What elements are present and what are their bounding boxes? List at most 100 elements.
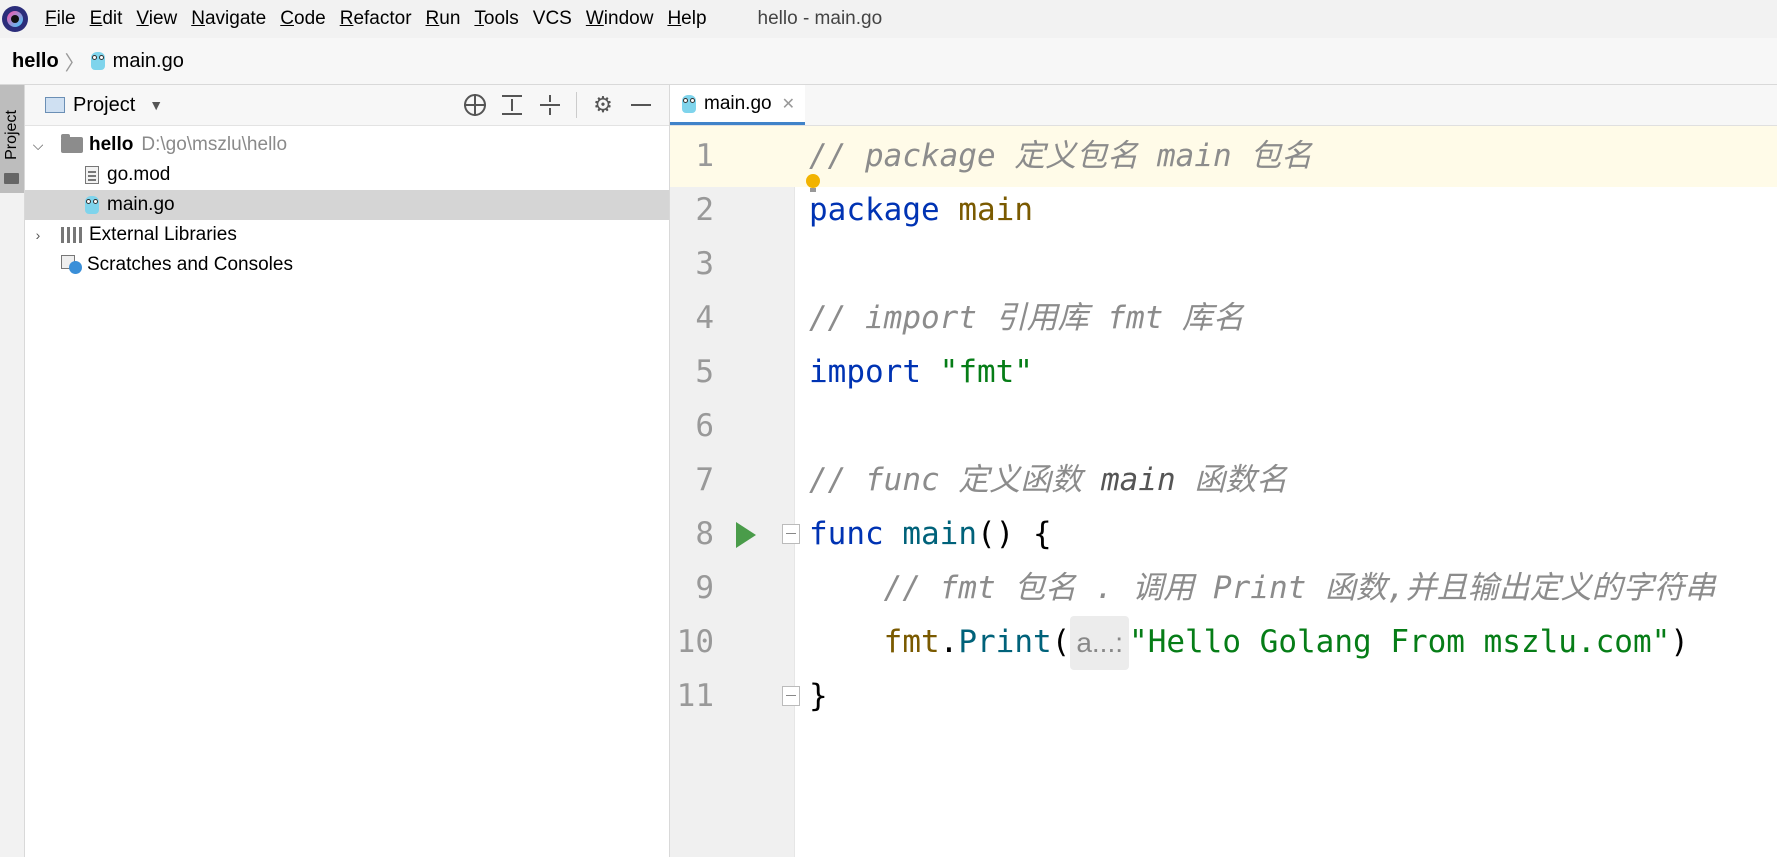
project-view-selector[interactable]: Project	[73, 93, 136, 116]
keyword: func	[809, 516, 884, 552]
tree-item-hello[interactable]: ⌵ hello D:\go\mszlu\hello	[25, 130, 669, 160]
code-area[interactable]: 1 // package 定义包名 main 包名 2 package main…	[670, 126, 1777, 857]
run-icon[interactable]	[736, 522, 756, 548]
code-line-4[interactable]: 4 // import 引用库 fmt 库名	[670, 288, 1777, 349]
tree-item-label: hello	[89, 134, 134, 155]
menu-file[interactable]: File	[45, 8, 76, 29]
editor-tab-bar: main.go ✕	[670, 85, 1777, 126]
tree-item-label: go.mod	[107, 164, 171, 185]
gopher-file-icon	[85, 196, 99, 214]
chevron-down-icon[interactable]: ⌵	[32, 136, 44, 153]
menu-run[interactable]: Run	[425, 8, 461, 29]
project-tool-tab[interactable]: Project	[0, 85, 24, 193]
project-panel: Project ▼ ⚙ ⌵ hello D:\go\mszlu\hello go…	[25, 85, 670, 857]
menu-vcs[interactable]: VCS	[532, 8, 572, 29]
code-line-2[interactable]: 2 package main	[670, 180, 1777, 241]
tree-item-label: main.go	[107, 194, 175, 215]
parameter-hint: a...:	[1070, 616, 1130, 670]
line-number: 5	[695, 354, 714, 390]
goland-logo-icon[interactable]	[2, 6, 28, 32]
gear-icon[interactable]: ⚙	[593, 92, 613, 117]
menu-view[interactable]: View	[136, 8, 178, 29]
code-line-5[interactable]: 5 import "fmt"	[670, 342, 1777, 403]
menu-help[interactable]: Help	[667, 8, 707, 29]
menu-bar: File Edit View Navigate Code Refactor Ru…	[0, 0, 1777, 38]
code-line-1[interactable]: 1 // package 定义包名 main 包名	[670, 126, 1777, 187]
string-literal: "Hello Golang From mszlu.com"	[1129, 624, 1671, 660]
code-line-9[interactable]: 9 // fmt 包名 . 调用 Print 函数,并且输出定义的字符串	[670, 558, 1777, 619]
line-number: 4	[695, 300, 714, 336]
locate-file-icon[interactable]	[464, 94, 486, 116]
tree-item-label: Scratches and Consoles	[87, 254, 293, 275]
breadcrumb-file-label: main.go	[112, 49, 184, 72]
menu-window[interactable]: Window	[585, 8, 654, 29]
lightbulb-icon[interactable]	[806, 174, 820, 192]
collapse-all-icon[interactable]	[538, 93, 562, 117]
function-call: Print	[958, 624, 1052, 660]
code-comment: // func 定义函数	[809, 462, 1101, 498]
line-number: 10	[676, 624, 714, 660]
line-number: 8	[695, 516, 714, 552]
folder-icon	[61, 134, 83, 153]
code-punctuation: )	[1670, 624, 1689, 660]
text-file-icon	[85, 166, 99, 184]
left-tool-strip: Project	[0, 85, 25, 857]
code-line-10[interactable]: 10 fmt.Print(a...:"Hello Golang From msz…	[670, 612, 1777, 673]
project-tool-tab-label: Project	[3, 110, 20, 160]
line-number: 2	[695, 192, 714, 228]
navigation-bar: hello 〉 main.go	[0, 38, 1777, 85]
editor: main.go ✕ 1 // package 定义包名 main 包名 2 pa…	[670, 85, 1777, 857]
code-line-7[interactable]: 7 // func 定义函数 main 函数名	[670, 450, 1777, 511]
tree-item-go-mod[interactable]: go.mod	[25, 160, 669, 190]
tree-item-label: External Libraries	[89, 224, 237, 245]
tree-item-main-go[interactable]: main.go	[25, 190, 669, 220]
menu-tools[interactable]: Tools	[474, 8, 519, 29]
string-literal: "fmt"	[939, 354, 1033, 390]
fold-icon[interactable]	[782, 686, 800, 706]
package-reference: fmt	[883, 624, 940, 660]
code-comment: // fmt 包名 . 调用 Print 函数,并且输出定义的字符串	[809, 570, 1716, 606]
tree-item-scratches[interactable]: Scratches and Consoles	[25, 250, 669, 280]
breadcrumb-separator-icon: 〉	[64, 52, 85, 75]
menu-code[interactable]: Code	[280, 8, 326, 29]
close-icon[interactable]: ✕	[781, 95, 796, 113]
scratches-icon	[61, 255, 83, 275]
indent	[809, 624, 884, 660]
menu-edit[interactable]: Edit	[89, 8, 123, 29]
keyword: import	[809, 354, 921, 390]
code-comment: // package 定义包名 main 包名	[809, 138, 1313, 174]
breadcrumb-project[interactable]: hello	[12, 49, 59, 72]
tab-main-go[interactable]: main.go ✕	[670, 85, 806, 125]
chevron-right-icon[interactable]: ›	[35, 227, 41, 243]
function-name: main	[902, 516, 977, 552]
tree-item-path: D:\go\mszlu\hello	[141, 134, 288, 155]
gopher-file-icon	[682, 94, 696, 113]
code-line-8[interactable]: 8 func main() {	[670, 504, 1777, 565]
code-comment: 函数名	[1175, 462, 1288, 498]
dropdown-caret-icon[interactable]: ▼	[149, 97, 164, 113]
expand-all-icon[interactable]	[500, 93, 524, 117]
code-line-6[interactable]: 6	[670, 396, 1777, 457]
code-comment: // import 引用库 fmt 库名	[809, 300, 1244, 336]
folder-icon	[4, 173, 19, 184]
code-punctuation: (	[1051, 624, 1071, 660]
code-punctuation: .	[939, 624, 959, 660]
code-line-11[interactable]: 11 }	[670, 666, 1777, 727]
project-tree: ⌵ hello D:\go\mszlu\hello go.mod main.go…	[25, 130, 669, 280]
breadcrumb-file[interactable]: main.go	[90, 49, 184, 73]
tab-label: main.go	[704, 92, 772, 114]
toolbar-divider	[576, 92, 577, 118]
menu-navigate[interactable]: Navigate	[191, 8, 267, 29]
code-line-3[interactable]: 3	[670, 234, 1777, 295]
tree-item-external-libraries[interactable]: › External Libraries	[25, 220, 669, 250]
minimize-icon[interactable]	[629, 93, 653, 117]
menu-refactor[interactable]: Refactor	[339, 8, 412, 29]
line-number: 7	[695, 462, 714, 498]
editor-gutter	[670, 126, 795, 857]
line-number: 11	[676, 678, 714, 714]
fold-icon[interactable]	[782, 524, 800, 544]
line-number: 1	[695, 138, 714, 174]
code-punctuation: }	[809, 678, 828, 714]
package-name: main	[958, 192, 1033, 228]
project-panel-header: Project ▼ ⚙	[25, 85, 669, 126]
